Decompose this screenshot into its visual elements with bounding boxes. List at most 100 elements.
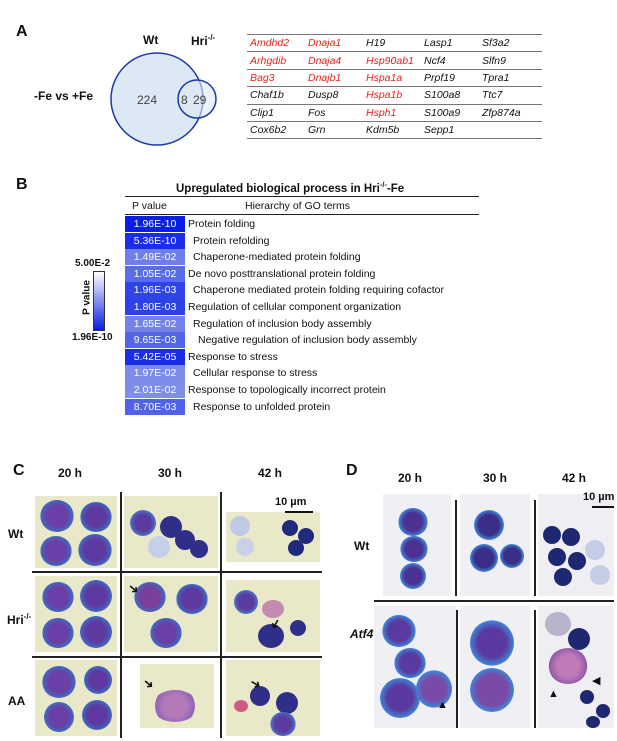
cell — [382, 615, 416, 647]
venn-count-hri: 29 — [193, 93, 207, 107]
gene-cell: Tpra1 — [479, 68, 542, 87]
p-value-cell: 2.01E-02 — [125, 382, 185, 399]
go-term-label: Chaperone-mediated protein folding — [193, 251, 361, 264]
panel-d-time-30: 30 h — [483, 471, 508, 485]
cell — [416, 670, 452, 708]
panel-c-row-wt: Wt — [8, 527, 24, 541]
cell — [282, 520, 298, 536]
cell — [400, 536, 428, 562]
arrowhead-icon: ◀ — [592, 675, 601, 687]
cell — [40, 500, 74, 532]
gene-cell: Sf3a2 — [479, 33, 542, 52]
gene-cell: Chaf1b — [247, 86, 305, 105]
gene-cell: S100a9 — [421, 103, 479, 122]
cell — [470, 620, 514, 666]
cell — [176, 584, 208, 614]
cell — [298, 528, 314, 544]
gene-cell — [479, 120, 542, 140]
panel-d-scale-bar — [592, 506, 614, 508]
cell — [394, 648, 426, 678]
panel-d-divider-v3 — [456, 610, 458, 728]
panel-b-letter: B — [16, 176, 28, 193]
panel-d-divider-h1 — [374, 600, 614, 602]
cell — [568, 628, 590, 650]
cell — [42, 582, 74, 612]
go-term-label: Negative regulation of inclusion body as… — [198, 334, 417, 347]
cell — [380, 678, 420, 718]
gene-cell: Hspa1b — [363, 86, 421, 105]
panel-c-time-20: 20 h — [58, 466, 83, 480]
panel-c-scale-bar-label: 10 µm — [275, 496, 307, 508]
cell — [80, 580, 112, 612]
panel-c-divider-h2 — [32, 656, 322, 658]
cell — [236, 538, 254, 556]
panel-d-row-wt: Wt — [354, 539, 370, 553]
panel-d-scale-bar-label: 10 µm — [583, 491, 615, 503]
cell — [42, 666, 76, 698]
cell — [276, 692, 298, 714]
cell — [78, 534, 112, 566]
venn-count-wt: 224 — [137, 93, 157, 107]
cell — [234, 590, 258, 614]
scale-max-label: 5.00E-2 — [75, 258, 111, 269]
panel-b-top-rule — [125, 196, 479, 197]
arrowhead-icon: ▲ — [437, 699, 448, 711]
panel-d-divider-v2 — [534, 500, 536, 596]
panel-c-letter: C — [13, 462, 25, 479]
cell — [152, 690, 198, 722]
gene-cell: Ncf4 — [421, 51, 479, 70]
venn-label-hri: Hri-/- — [191, 33, 216, 48]
cell — [548, 648, 588, 684]
cell — [42, 618, 74, 648]
panel-d-letter: D — [346, 462, 358, 479]
cell — [545, 612, 571, 636]
gene-cell: Lasp1 — [421, 33, 479, 52]
cell — [134, 582, 166, 612]
gene-cell: Fos — [305, 103, 363, 122]
gene-cell: Dnajb1 — [305, 68, 363, 87]
panel-c-time-42: 42 h — [258, 466, 283, 480]
panel-d-time-20: 20 h — [398, 471, 423, 485]
go-term-row: 1.49E-02 Chaperone-mediated protein foldi… — [125, 249, 479, 266]
cell — [258, 624, 284, 648]
gene-cell: Zfp874a — [479, 103, 542, 122]
gene-cell: Dnaja4 — [305, 51, 363, 70]
cell — [40, 536, 72, 566]
cell — [44, 702, 74, 732]
cell — [470, 668, 514, 712]
comparison-label: -Fe vs +Fe — [34, 89, 94, 103]
panel-b-title: Upregulated biological process in Hri-/-… — [176, 180, 405, 195]
cell — [398, 508, 428, 536]
gene-cell: Cox6b2 — [247, 120, 305, 140]
gene-cell: Ttc7 — [479, 86, 542, 105]
cell — [148, 536, 170, 558]
cell — [84, 666, 112, 694]
cell — [82, 700, 112, 730]
cell — [190, 540, 208, 558]
cell — [234, 700, 248, 712]
p-value-cell: 5.42E-05 — [125, 348, 185, 366]
gene-cell: Amdhd2 — [247, 33, 305, 52]
cell — [262, 600, 284, 618]
p-value-cell: 1.49E-02 — [125, 249, 185, 266]
arrowhead-icon: ▲ — [548, 688, 559, 700]
cell — [590, 565, 610, 585]
panel-c-divider-v2 — [220, 492, 222, 738]
cell — [270, 712, 296, 736]
cell — [470, 544, 498, 572]
gene-cell: Hsp90ab1 — [363, 51, 421, 70]
p-value-cell: 8.70E-03 — [125, 398, 185, 415]
col-header-terms: Hierarchy of GO terms — [245, 200, 351, 212]
go-term-label: Regulation of cellular component organiz… — [188, 301, 402, 313]
p-value-cell: 1.96E-03 — [125, 282, 185, 299]
